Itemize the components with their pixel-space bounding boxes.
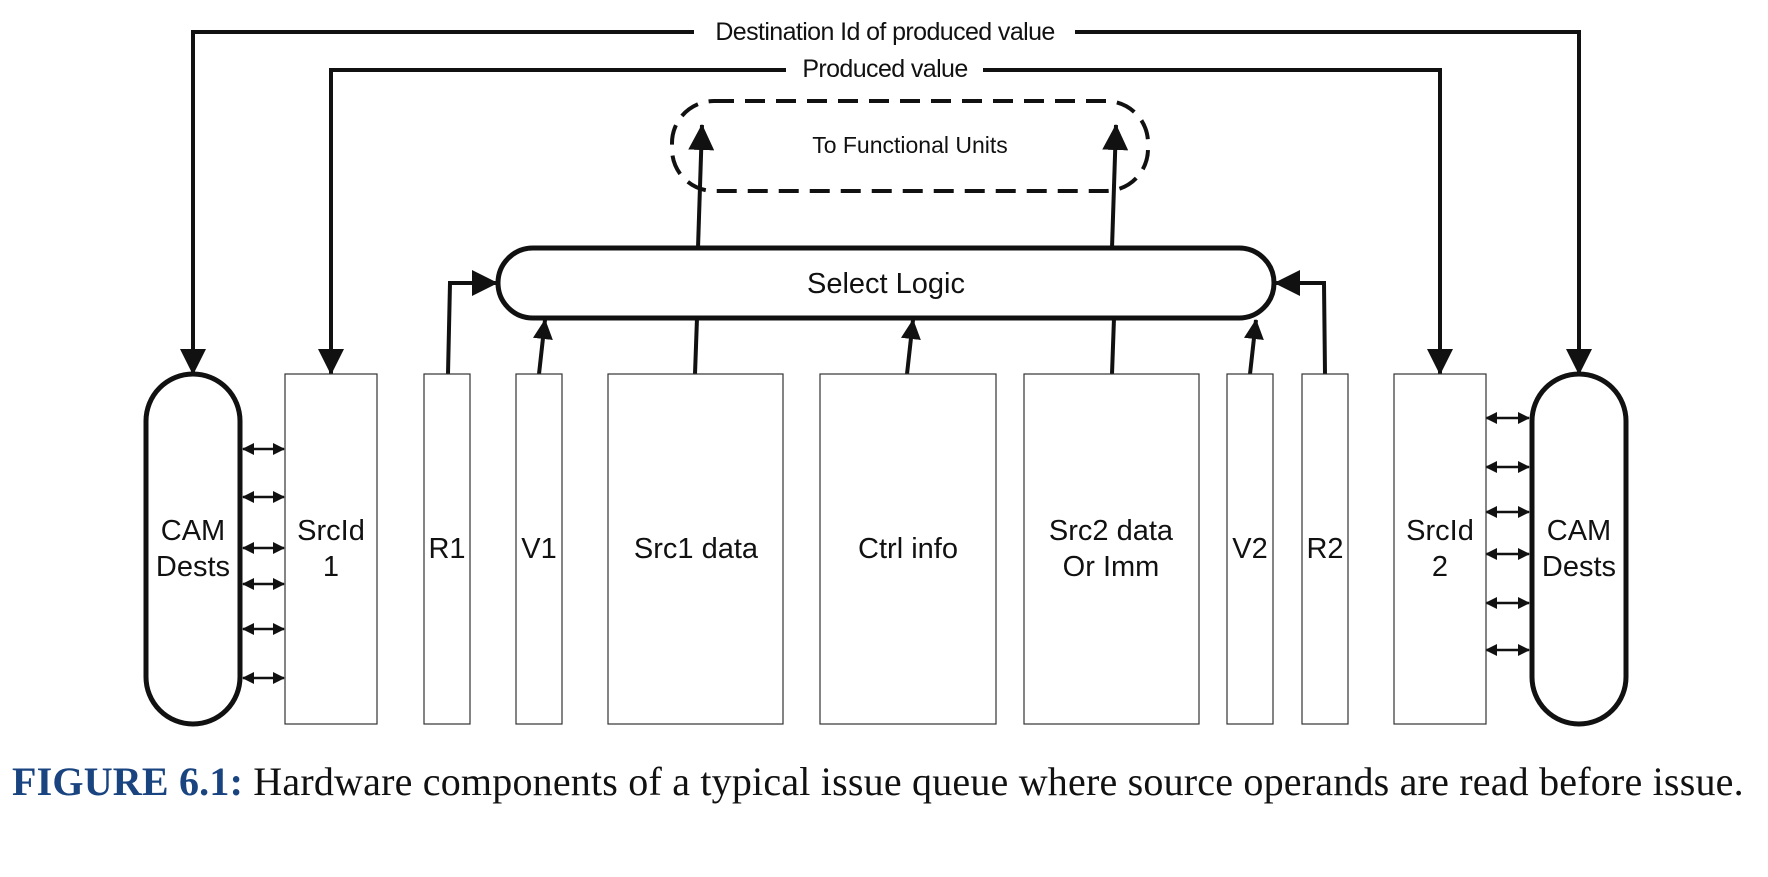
figure-number: FIGURE 6.1:: [12, 759, 244, 804]
field-src2-data: [1023, 373, 1200, 725]
select-to-fu-arrows: [688, 124, 1129, 249]
destination-id-label: Destination Id of produced value: [715, 18, 1054, 46]
field-v1-label: V1: [521, 533, 556, 565]
cam-dests-right: [1529, 371, 1629, 727]
destination-id-wire: [180, 30, 1592, 375]
field-srcid2: [1393, 373, 1487, 725]
field-ctrl-info-label: Ctrl info: [858, 533, 958, 565]
produced-value-label: Produced value: [802, 55, 967, 83]
field-v2-label: V2: [1232, 533, 1267, 565]
field-r2-label: R2: [1306, 533, 1343, 565]
cam-dests-left: [143, 371, 243, 727]
field-r1-label: R1: [428, 533, 465, 565]
field-r2: [1301, 373, 1349, 725]
field-src1-data-label: Src1 data: [634, 533, 759, 565]
field-v1: [515, 373, 563, 725]
select-input-arrows: [446, 270, 1327, 375]
select-logic-label: Select Logic: [807, 268, 965, 300]
issue-queue-diagram: Destination Id of produced value Produce…: [143, 18, 1629, 727]
figure-caption: FIGURE 6.1: Hardware components of a typ…: [12, 754, 1760, 810]
functional-units-cloud: [670, 99, 1150, 193]
cam-right-connectors: [1485, 412, 1530, 656]
caption-text: Hardware components of a typical issue q…: [253, 759, 1744, 804]
cam-left-connectors: [242, 443, 285, 684]
field-v2: [1226, 373, 1274, 725]
functional-units-label: To Functional Units: [812, 132, 1008, 158]
field-ctrl-info: [819, 373, 997, 725]
field-src1-data: [607, 373, 784, 725]
field-r1: [423, 373, 471, 725]
field-srcid1: [284, 373, 378, 725]
produced-value-wire: [318, 68, 1453, 375]
